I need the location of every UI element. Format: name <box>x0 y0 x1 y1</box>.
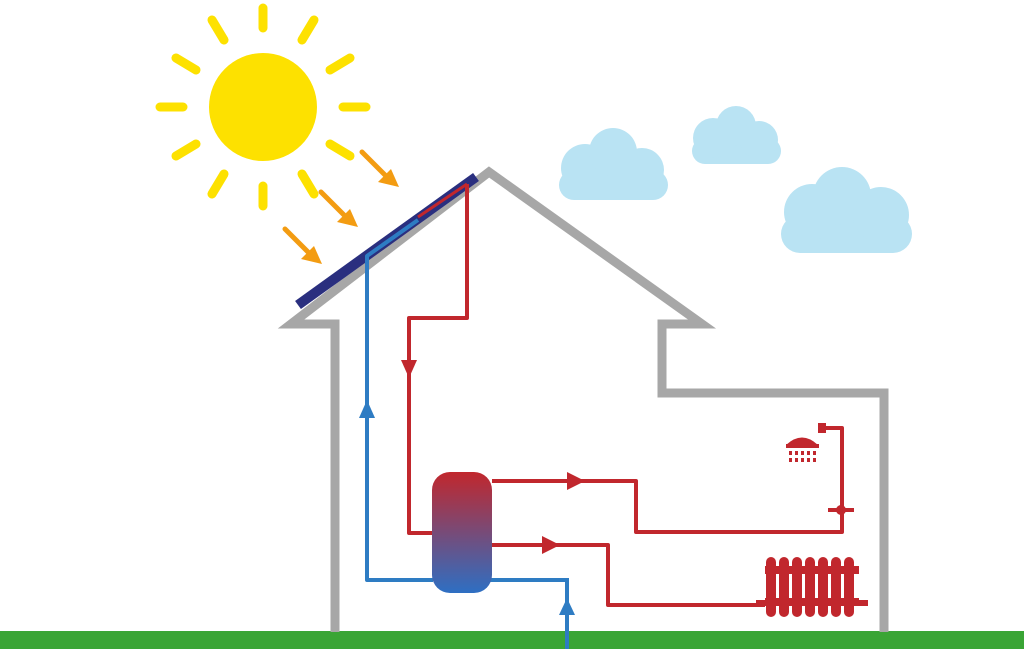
arrow-icon <box>359 149 399 187</box>
arrow-icon <box>282 226 322 264</box>
water-tank <box>432 472 492 593</box>
valve-icon <box>828 505 854 515</box>
hot-water-pipe <box>407 184 469 535</box>
cloud-icon <box>692 106 781 164</box>
sun-icon <box>155 3 371 211</box>
arrow-icon <box>559 598 575 615</box>
arrow-icon <box>567 472 585 490</box>
radiator-icon <box>756 557 868 617</box>
arrow-icon <box>542 536 560 554</box>
cold-water-pipe <box>365 218 433 582</box>
cold-water-inlet <box>490 578 569 649</box>
cloud-icon <box>559 128 668 200</box>
ground <box>0 631 1024 649</box>
hot-water-shower-line <box>492 426 844 534</box>
arrow-icon <box>401 360 417 378</box>
sun-ray-arrows <box>282 149 399 264</box>
cloud-icon <box>781 167 912 253</box>
arrow-icon <box>318 189 358 227</box>
house-outline <box>277 166 889 632</box>
solar-panel-hot-section <box>417 182 468 219</box>
shower-icon <box>786 423 826 462</box>
hot-water-radiator-line <box>492 543 765 607</box>
arrow-icon <box>359 400 375 418</box>
